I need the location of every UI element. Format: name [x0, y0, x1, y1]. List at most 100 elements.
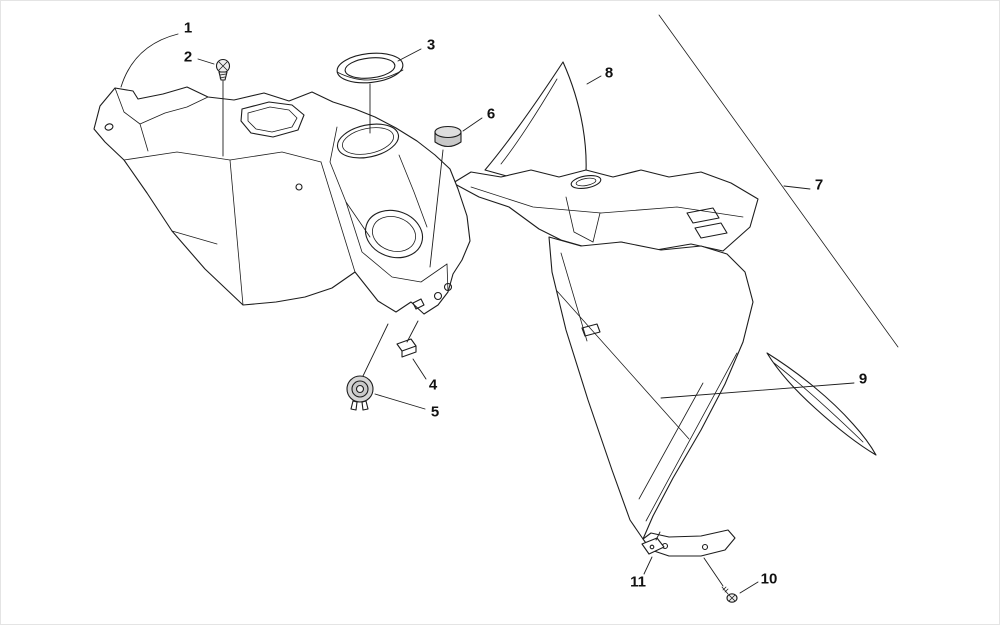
- wing-edge: [114, 87, 209, 125]
- callout-label-2: 2: [183, 48, 193, 66]
- ring-depth: [336, 69, 404, 81]
- pod-edge: [446, 263, 449, 293]
- callout-label-11: 11: [630, 573, 646, 591]
- crease-line: [470, 186, 602, 214]
- callout-label-6: 6: [486, 105, 496, 123]
- pod-edge: [345, 201, 448, 283]
- rubber-cap: [429, 125, 462, 268]
- leader-line-7: [783, 185, 811, 190]
- bracket-hole: [443, 282, 453, 292]
- crease-line: [229, 159, 244, 306]
- crease-line: [556, 290, 690, 440]
- screw: [215, 58, 231, 157]
- crease-line: [139, 123, 149, 152]
- reference-line: [658, 14, 899, 348]
- drop-line: [703, 557, 724, 587]
- side-panel-outline: [548, 236, 754, 540]
- callout-label-3: 3: [426, 36, 436, 54]
- ring-outer: [336, 52, 404, 84]
- crease-line: [565, 196, 594, 243]
- leader-line-1: [120, 33, 179, 88]
- right-side-panel: [548, 236, 754, 540]
- gauge-opening-inner: [342, 127, 394, 155]
- drop-line: [362, 323, 389, 377]
- callout-label-10: 10: [760, 570, 778, 588]
- screw-threads: [219, 73, 227, 79]
- clip-side: [401, 345, 417, 358]
- leader-line-10: [739, 581, 759, 594]
- mount-hole: [104, 123, 114, 131]
- drop-line: [406, 320, 419, 343]
- console-top-outline: [452, 169, 759, 252]
- crease-line: [560, 252, 588, 342]
- vent-hole: [570, 174, 602, 190]
- ring-inner: [344, 57, 396, 79]
- crease-line: [592, 212, 601, 243]
- front-console-panel: [93, 86, 471, 315]
- clip-tab: [412, 298, 425, 310]
- cap-top: [434, 125, 462, 139]
- assembly-reference-line: [658, 14, 899, 348]
- trim-strip-outline: [766, 352, 877, 456]
- leader-line-5: [374, 393, 426, 410]
- right-console-top: [452, 169, 759, 252]
- leader-line-6: [462, 117, 483, 132]
- bracket-hole: [649, 544, 655, 550]
- callout-label-9: 9: [858, 370, 868, 388]
- trim-strip: [766, 352, 877, 456]
- riser-cutout: [694, 222, 728, 239]
- crease-line: [171, 230, 218, 245]
- crease-line: [600, 206, 744, 218]
- callout-label-8: 8: [604, 64, 614, 82]
- screw-shank: [218, 71, 228, 81]
- crease-line: [320, 161, 356, 273]
- headlight-cutout: [240, 101, 305, 138]
- mount-hole: [295, 183, 303, 191]
- fastener-pin: [355, 384, 365, 394]
- windshield-crease: [500, 78, 558, 165]
- riser-cutout: [686, 207, 720, 224]
- screw-slot: [728, 594, 736, 602]
- windshield-deflector: [484, 61, 587, 195]
- console-lower-opening: [364, 209, 424, 259]
- bezel-ring: [336, 52, 404, 134]
- leader-line-3: [397, 48, 422, 62]
- flange-hole: [701, 543, 709, 551]
- crease-line: [638, 382, 704, 500]
- flange-outline: [642, 529, 736, 557]
- trim-strip-inner: [773, 362, 864, 443]
- gauge-opening: [336, 123, 400, 159]
- mount-slot: [581, 323, 601, 337]
- callout-label-5: 5: [430, 403, 440, 421]
- callout-label-4: 4: [428, 376, 438, 394]
- callout-label-1: 1: [183, 19, 193, 37]
- drop-line: [429, 149, 444, 268]
- fastener-prong: [361, 400, 369, 411]
- leader-line-9: [660, 382, 855, 399]
- pod-edge: [398, 154, 428, 228]
- headlight-cutout-inner: [247, 106, 298, 133]
- leader-line-4: [412, 358, 427, 380]
- drop-line: [655, 531, 661, 541]
- small-screw: [703, 557, 738, 603]
- console-outline: [93, 86, 471, 315]
- screw-slot: [218, 61, 228, 71]
- fastener-prong: [350, 400, 358, 411]
- leader-line-11: [643, 556, 653, 575]
- clip: [396, 320, 419, 358]
- callout-label-7: 7: [814, 176, 824, 194]
- bracket-clip: [641, 531, 665, 555]
- push-fastener: [346, 323, 389, 411]
- crease-line: [645, 352, 738, 522]
- bracket-hole: [433, 291, 443, 301]
- console-lower-opening-inner: [372, 216, 416, 252]
- clip-top: [396, 338, 417, 352]
- vent-hole-inner: [575, 177, 597, 187]
- leader-lines: [120, 33, 855, 594]
- screw-shaft: [721, 586, 729, 595]
- pod-edge: [329, 126, 371, 238]
- leader-line-2: [197, 58, 215, 65]
- leader-line-8: [586, 75, 602, 85]
- side-panel-bottom-flange: [642, 529, 736, 557]
